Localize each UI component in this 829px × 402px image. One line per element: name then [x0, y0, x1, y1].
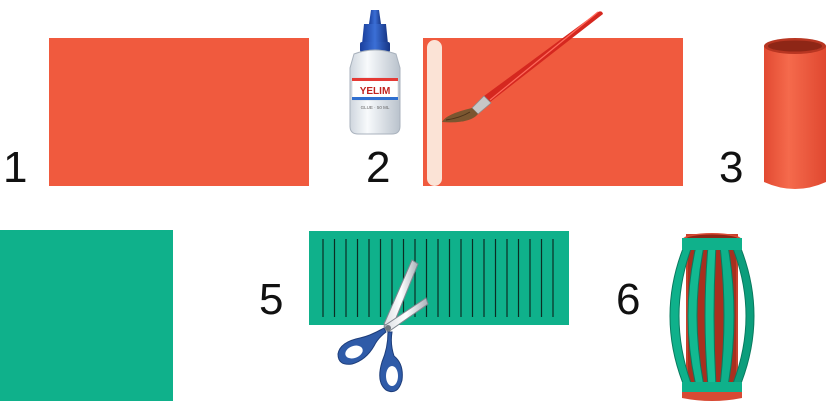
- glue-small-print: GLUE · 50 ML: [361, 105, 390, 110]
- paper-lantern: [656, 226, 768, 402]
- scissors-icon: [330, 258, 430, 398]
- step-number-2: 2: [366, 146, 390, 190]
- red-paper-sheet: [49, 38, 309, 186]
- glue-bottle-icon: YELIM GLUE · 50 ML: [340, 8, 410, 136]
- red-paper-cylinder: [760, 36, 829, 196]
- step-number-5: 5: [259, 278, 283, 322]
- green-paper-sheet: [0, 230, 173, 401]
- step-number-1: 1: [3, 146, 27, 190]
- glue-brand-label: YELIM: [360, 86, 391, 97]
- step-number-3: 3: [719, 146, 743, 190]
- step-number-6: 6: [616, 278, 640, 322]
- paint-brush-icon: [430, 8, 610, 128]
